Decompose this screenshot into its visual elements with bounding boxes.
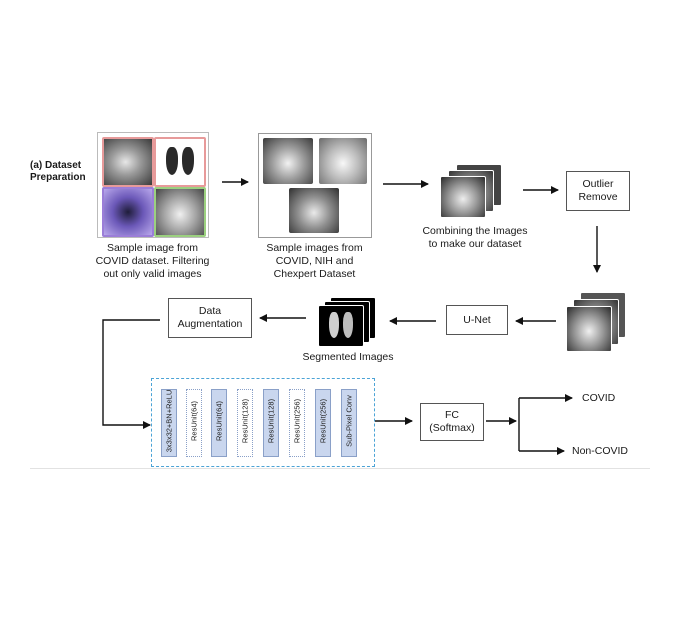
xray-covid-image (263, 138, 313, 184)
fc-softmax-box: FC (Softmax) (420, 403, 484, 441)
combining-caption: Combining the Images to make our dataset (422, 225, 528, 250)
outlier-remove-box: Outlier Remove (566, 171, 630, 211)
data-augmentation-box: Data Augmentation (168, 298, 252, 338)
layer-resunit-64-b (211, 389, 227, 457)
combined-sample-caption: Sample images from COVID, NIH and Chexpe… (266, 242, 363, 280)
bottom-separator (30, 468, 650, 469)
layer-conv (161, 389, 177, 457)
unet-box: U-Net (446, 305, 508, 335)
xray-nih-image (319, 138, 367, 184)
layer-resunit-128-b (263, 389, 279, 457)
output-covid-label: COVID (582, 392, 616, 404)
layer-resunit-256-a (289, 389, 305, 457)
combined-sample-frame (258, 133, 372, 238)
xray-lateral-image (102, 137, 154, 187)
segmented-images-stack (318, 297, 378, 349)
layer-resunit-64-a (186, 389, 202, 457)
filtered-dataset-stack (566, 292, 632, 354)
xray-green-frame-image (154, 187, 206, 237)
layer-subpixel-conv (341, 389, 357, 457)
xray-chexpert-image (289, 188, 339, 233)
xray-purple-image (102, 187, 154, 237)
combined-dataset-stack (440, 164, 510, 224)
covid-sample-grid (97, 132, 209, 238)
section-label: (a) Dataset Preparation (30, 160, 86, 183)
layer-resunit-128-a (237, 389, 253, 457)
output-non-covid-label: Non-COVID (572, 445, 629, 457)
segmented-caption: Segmented Images (302, 351, 394, 363)
covid-sample-caption: Sample image from COVID dataset. Filteri… (95, 242, 210, 280)
arrow-augmentation-to-network (102, 319, 160, 429)
ct-lung-image (154, 137, 206, 187)
layer-resunit-256-b (315, 389, 331, 457)
